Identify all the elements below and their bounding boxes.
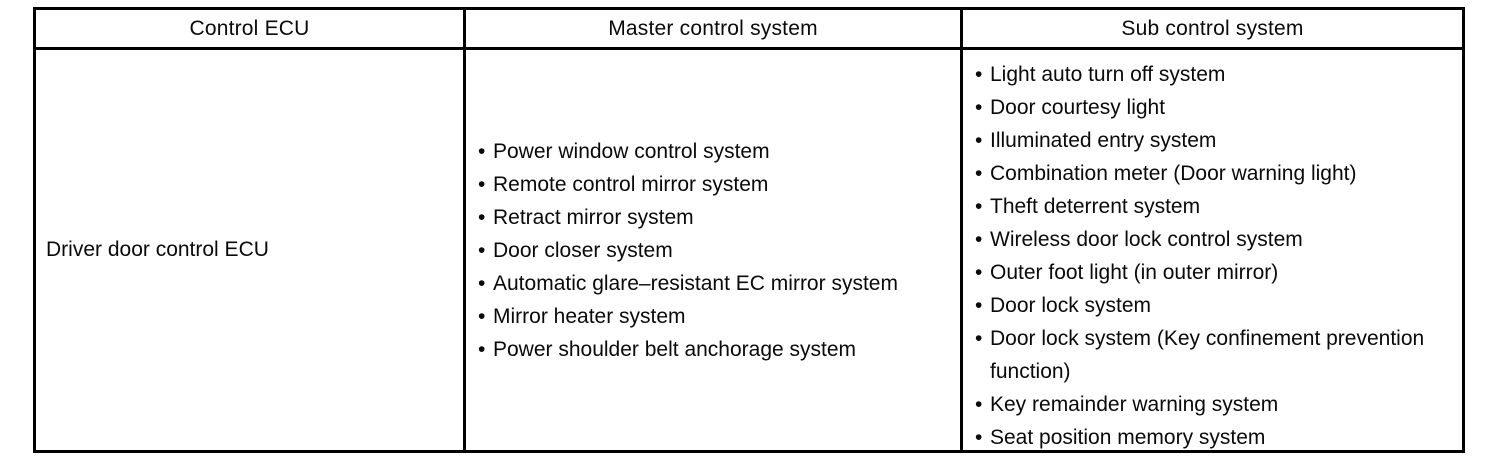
list-item: Theft deterrent system — [975, 190, 1450, 223]
sub-control-list: Light auto turn off system Door courtesy… — [975, 58, 1450, 450]
column-header-sub-control-system: Sub control system — [963, 10, 1462, 50]
list-item: Door lock system — [975, 289, 1450, 322]
master-control-list: Power window control system Remote contr… — [478, 135, 948, 366]
control-ecu-name: Driver door control ECU — [46, 238, 269, 261]
list-item: Wireless door lock control system — [975, 223, 1450, 256]
list-item: Door closer system — [478, 234, 948, 267]
cell-sub-control-systems: Light auto turn off system Door courtesy… — [963, 50, 1462, 450]
list-item: Automatic glare–resistant EC mirror syst… — [478, 267, 948, 300]
list-item: Door lock system (Key confinement preven… — [975, 322, 1450, 388]
ecu-systems-table: Control ECU Master control system Sub co… — [33, 7, 1465, 453]
list-item: Combination meter (Door warning light) — [975, 157, 1450, 190]
list-item: Remote control mirror system — [478, 168, 948, 201]
list-item: Door courtesy light — [975, 91, 1450, 124]
cell-control-ecu: Driver door control ECU — [36, 50, 466, 450]
list-item: Retract mirror system — [478, 201, 948, 234]
list-item: Outer foot light (in outer mirror) — [975, 256, 1450, 289]
list-item: Seat position memory system — [975, 421, 1450, 450]
cell-master-control-systems: Power window control system Remote contr… — [466, 50, 963, 450]
list-item: Key remainder warning system — [975, 388, 1450, 421]
list-item: Power window control system — [478, 135, 948, 168]
column-header-master-control-system: Master control system — [466, 10, 963, 50]
column-header-control-ecu: Control ECU — [36, 10, 466, 50]
list-item: Light auto turn off system — [975, 58, 1450, 91]
list-item: Power shoulder belt anchorage system — [478, 333, 948, 366]
list-item: Mirror heater system — [478, 300, 948, 333]
list-item: Illuminated entry system — [975, 124, 1450, 157]
